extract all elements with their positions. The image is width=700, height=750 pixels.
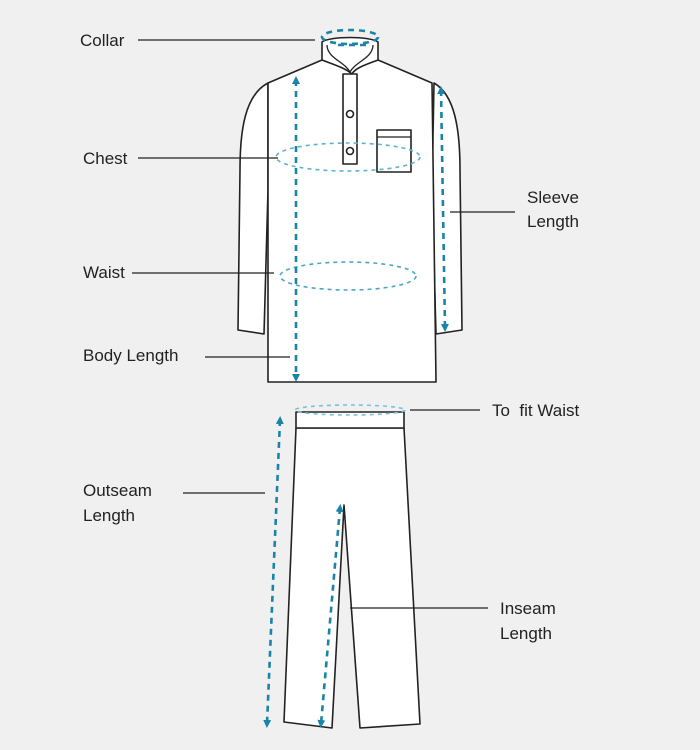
kurta-shirt xyxy=(237,36,463,383)
label-to-fit-waist: To fit Waist xyxy=(492,401,579,420)
collar-shape xyxy=(321,36,379,75)
left-sleeve xyxy=(237,82,269,335)
sleeve-length-arrow xyxy=(437,86,449,332)
button-icon xyxy=(345,146,355,156)
right-sleeve xyxy=(431,82,463,335)
collar-inner xyxy=(326,44,374,73)
outseam-length-arrow xyxy=(263,416,284,728)
labels: Collar Chest Sleeve Length Waist Body Le… xyxy=(80,31,579,643)
pajama-pants xyxy=(283,411,421,729)
button-icon xyxy=(345,109,355,119)
label-chest: Chest xyxy=(83,149,128,168)
pants-body xyxy=(283,427,421,729)
chest-measure xyxy=(275,142,421,172)
label-collar: Collar xyxy=(80,31,125,50)
label-waist: Waist xyxy=(83,263,125,282)
label-inseam-length-2: Length xyxy=(500,624,552,643)
label-inseam-length-1: Inseam xyxy=(500,599,556,618)
waist-measure xyxy=(279,261,417,291)
measurement-guides xyxy=(263,28,449,728)
collar-measure xyxy=(320,28,380,46)
label-sleeve-length-1: Sleeve xyxy=(527,188,579,207)
inseam-length-arrow xyxy=(317,504,344,728)
fit-waist-measure xyxy=(294,404,406,416)
label-body-length: Body Length xyxy=(83,346,178,365)
label-outseam-length-2: Length xyxy=(83,506,135,525)
label-outseam-length-1: Outseam xyxy=(83,481,152,500)
label-sleeve-length-2: Length xyxy=(527,212,579,231)
waistband xyxy=(295,411,405,429)
leader-lines xyxy=(132,39,515,609)
placket xyxy=(342,73,358,165)
